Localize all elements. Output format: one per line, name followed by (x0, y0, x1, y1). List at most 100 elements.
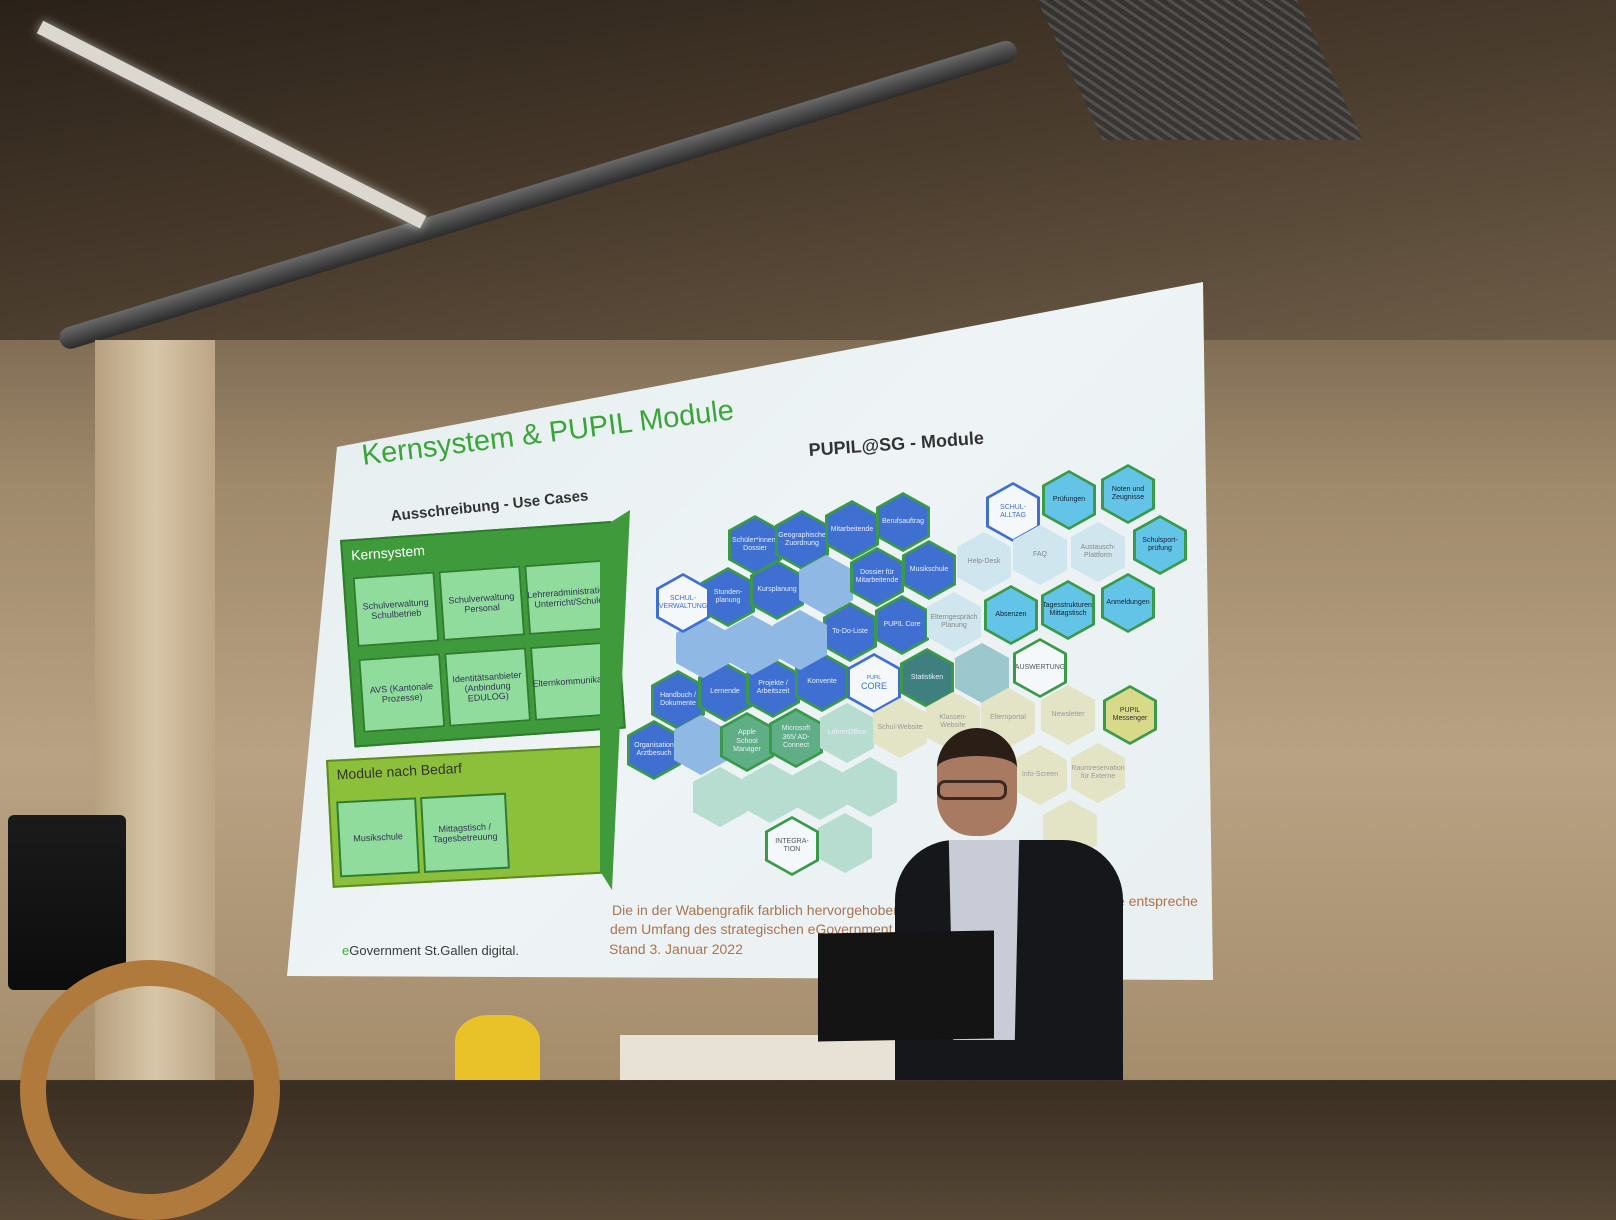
hex-pupil-core-mod: PUPIL Core (875, 595, 929, 655)
hex-dossier-ma: Dossier für Mitarbeitende (850, 547, 904, 607)
hex-label: PUPIL Messenger (1106, 688, 1154, 742)
hex-label (743, 763, 797, 823)
hex-musikschule: Musikschule (902, 540, 956, 600)
module-item: Mittagstisch / Tagesbetreuung (420, 792, 510, 874)
hex-label: SCHUL-ALLTAG (989, 485, 1037, 539)
hex-label: Handbuch / Dokumente (654, 673, 702, 727)
hex-label: Noten und Zeugnisse (1104, 467, 1152, 521)
hex-label: Absenzen (987, 588, 1035, 642)
hex-blank (674, 715, 728, 775)
hex-noten: Noten und Zeugnisse (1101, 464, 1155, 524)
hex-newsletter: Newsletter (1041, 685, 1095, 745)
loudspeaker (8, 815, 126, 990)
hex-elterngespraech: Elterngespräch Planung (927, 592, 981, 652)
hex-label: Dossier für Mitarbeitende (853, 550, 901, 604)
hex-blank (773, 610, 827, 670)
laptop (818, 930, 994, 1042)
hex-apple: Apple School Manager (720, 712, 774, 772)
hex-faq: FAQ (1013, 525, 1067, 585)
hex-blank (818, 813, 872, 873)
footnote-line1-end: e entspreche (1117, 893, 1198, 909)
footnote-line1: Die in der Wabengrafik farblich hervorge… (612, 902, 901, 918)
hex-label (793, 760, 847, 820)
kern-item: AVS (Kantonale Prozesse) (358, 653, 446, 733)
hex-schulverwaltung: SCHUL-VERWALTUNG (656, 573, 710, 633)
presenter-glasses (937, 780, 1007, 800)
hex-label: LehrerOffice (820, 703, 874, 763)
hex-label (773, 610, 827, 670)
hex-label: Lernende (701, 665, 749, 719)
kern-item: Schulverwaltung Personal (438, 565, 526, 642)
hex-label: Statistiken (903, 651, 951, 705)
hex-tagesstrukturen: Tagesstrukturen/ Mittagstisch (1041, 580, 1095, 640)
hex-blank (725, 615, 779, 675)
kern-item: Lehreradministration Unterricht/Schule (524, 559, 613, 636)
hex-lehreroffice: LehrerOffice (820, 703, 874, 763)
footnote-line3: Stand 3. Januar 2022 (609, 941, 743, 957)
hex-label: Organisation Arztbesuch (630, 723, 678, 777)
hex-schulsport: Schulsport-prüfung (1133, 515, 1187, 575)
hex-blank (799, 555, 853, 615)
hex-core-text: CORE (860, 680, 887, 691)
hex-projekte: Projekte / Arbeitszeit (746, 658, 800, 718)
hex-blank (793, 760, 847, 820)
kernsystem-label: Kernsystem (350, 542, 426, 564)
hex-absenzen: Absenzen (984, 585, 1038, 645)
hex-info-screen: Info-Screen (1013, 745, 1067, 805)
hex-helpdesk: Help-Desk (957, 532, 1011, 592)
hex-label: Tagesstrukturen/ Mittagstisch (1044, 583, 1092, 637)
hex-label: Stunden-planung (704, 570, 752, 624)
hex-handbuch: Handbuch / Dokumente (651, 670, 705, 730)
hex-blank (693, 767, 747, 827)
hex-label: Info-Screen (1013, 745, 1067, 805)
brand-prefix: e (342, 943, 350, 958)
hex-label: Kursplanung (753, 563, 801, 617)
hex-label: Musikschule (905, 543, 953, 597)
hex-blank (843, 757, 897, 817)
hex-label: Raumreservation für Externe (1071, 743, 1125, 803)
hex-statistiken: Statistiken (900, 648, 954, 708)
hex-label: Schüler*innen-Dossier (731, 518, 779, 572)
hex-label: Microsoft 365/ AD-Connect (772, 711, 820, 765)
hex-label: Prüfungen (1045, 473, 1093, 527)
brand-rest: Government St.Gallen digital. (349, 943, 520, 958)
hex-label: FAQ (1013, 525, 1067, 585)
yellow-object (455, 1015, 540, 1080)
hex-label: Mitarbeitende (828, 503, 876, 557)
hex-konvente: Konvente (795, 652, 849, 712)
hex-label: Schulsport-prüfung (1136, 518, 1184, 572)
hex-schulalltag: SCHUL-ALLTAG (986, 482, 1040, 542)
hex-stundenplanung: Stunden-planung (701, 567, 755, 627)
wooden-ring (20, 960, 280, 1220)
hex-auswertung: AUSWERTUNG (1013, 638, 1067, 698)
kernsystem-panel: Kernsystem Schulverwaltung Schulbetrieb … (340, 521, 626, 748)
hex-label (725, 615, 779, 675)
hex-mitarbeitende: Mitarbeitende (825, 500, 879, 560)
hex-label (818, 813, 872, 873)
hex-label: PUPIL Core (878, 598, 926, 652)
hex-organisation: Organisation Arztbesuch (627, 720, 681, 780)
hex-label: AUSWERTUNG (1016, 641, 1064, 695)
hex-blank (743, 763, 797, 823)
hex-label (843, 757, 897, 817)
hex-label: Apple School Manager (723, 715, 771, 769)
hex-schul-website: Schul-Website (873, 698, 927, 758)
hex-label: Schul-Website (873, 698, 927, 758)
hex-label (693, 767, 747, 827)
hex-messenger: PUPIL Messenger (1103, 685, 1157, 745)
module-item: Musikschule (336, 797, 421, 878)
hex-label: Anmeldungen (1104, 576, 1152, 630)
hex-todo: To-Do-Liste (823, 602, 877, 662)
hex-integration: INTEGRA-TION (765, 816, 819, 876)
hex-label: INTEGRA-TION (768, 819, 816, 873)
hex-label (674, 715, 728, 775)
module-label: Module nach Bedarf (336, 759, 463, 783)
hex-label: Austausch-Plattform (1071, 522, 1125, 582)
hex-label: SCHUL-VERWALTUNG (659, 576, 707, 630)
hex-label: Help-Desk (957, 532, 1011, 592)
hex-anmeldungen: Anmeldungen (1101, 573, 1155, 633)
kern-item: Schulverwaltung Schulbetrieb (352, 571, 440, 648)
hex-pruefungen: Prüfungen (1042, 470, 1096, 530)
module-nach-bedarf-panel: Module nach Bedarf Musikschule Mittagsti… (326, 745, 611, 888)
hex-lernende: Lernende (698, 662, 752, 722)
